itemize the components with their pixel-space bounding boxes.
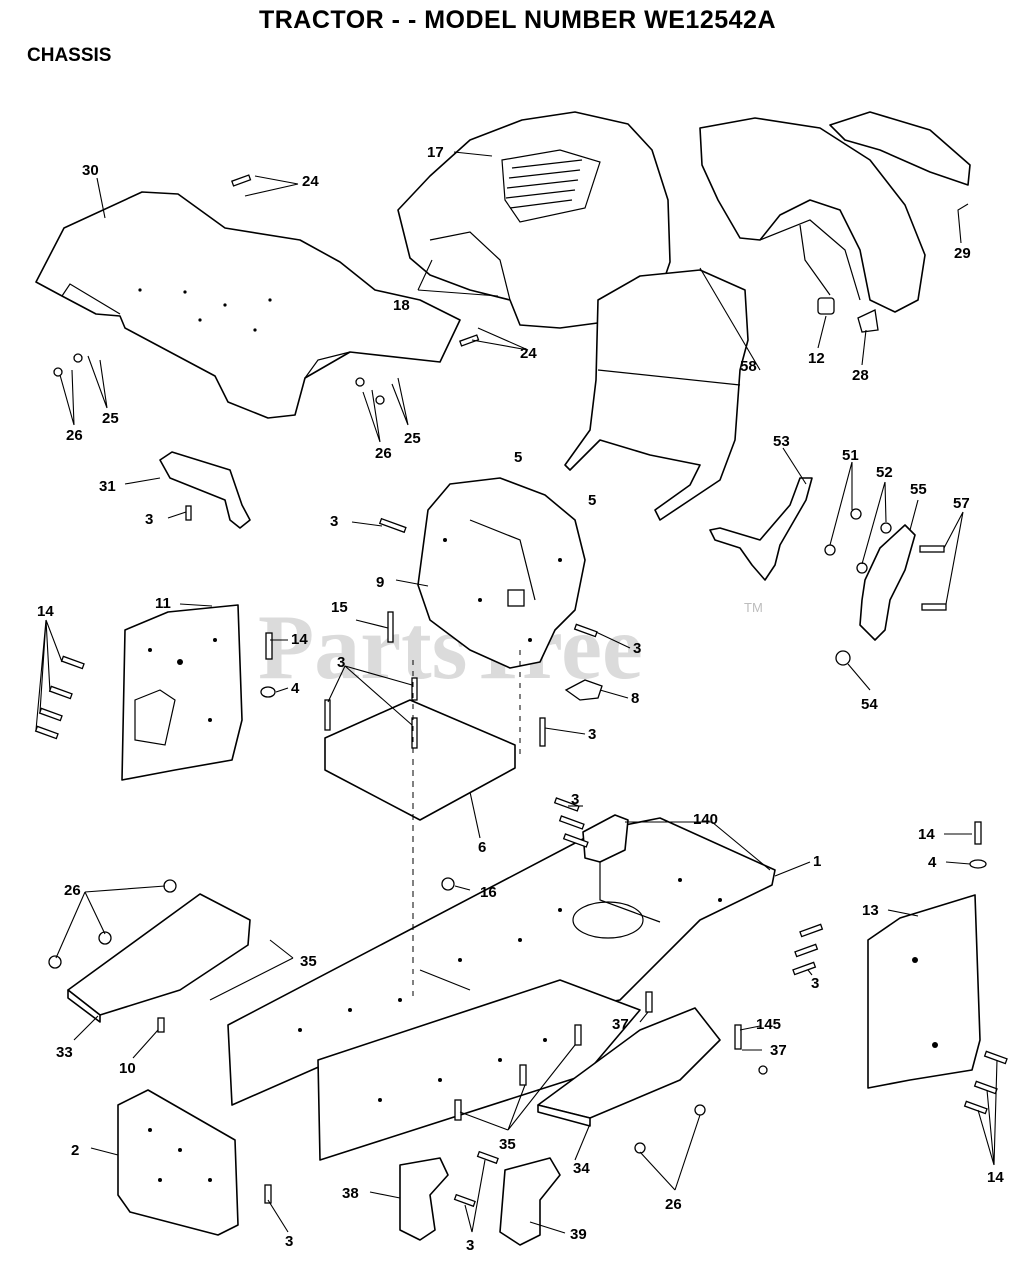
callout-38: 38 xyxy=(342,1185,359,1202)
callout-3-i: 3 xyxy=(285,1233,293,1250)
part-30-fender xyxy=(35,191,461,419)
callout-3-g: 3 xyxy=(811,975,819,992)
callout-30: 30 xyxy=(82,162,99,179)
callout-29: 29 xyxy=(954,245,971,262)
callout-35-left: 35 xyxy=(300,953,317,970)
callout-14-mid: 14 xyxy=(291,631,308,648)
callout-5-right: 5 xyxy=(588,492,596,509)
part-52-washer xyxy=(880,522,892,534)
callout-26-bottom: 26 xyxy=(665,1196,682,1213)
part-52-washer-2 xyxy=(856,562,868,574)
callout-4-left: 4 xyxy=(291,680,300,697)
part-8-clip xyxy=(564,679,603,701)
part-58-dash-panel xyxy=(564,269,749,521)
part-55-plate xyxy=(859,524,916,641)
callout-12: 12 xyxy=(808,350,825,367)
callout-13: 13 xyxy=(862,902,879,919)
alignment-lines xyxy=(412,650,521,1000)
part-6-battery-tray xyxy=(324,699,516,821)
part-33-footrest-left xyxy=(67,893,251,1023)
part-57-bolt xyxy=(919,545,945,553)
callout-28: 28 xyxy=(852,367,869,384)
callout-4-right: 4 xyxy=(928,854,937,871)
part-51-nut xyxy=(850,508,862,520)
callout-53: 53 xyxy=(773,433,790,450)
callout-18: 18 xyxy=(393,297,410,314)
callout-3-c: 3 xyxy=(337,654,345,671)
part-53-bracket xyxy=(709,477,813,581)
part-31-bracket xyxy=(159,451,251,529)
hardware-bolts xyxy=(34,174,1008,1208)
callout-37-right: 37 xyxy=(770,1042,787,1059)
callout-15: 15 xyxy=(331,599,348,616)
part-11-side-panel-left xyxy=(121,604,243,781)
watermark-tm: TM xyxy=(744,600,763,615)
callout-25-mid: 25 xyxy=(404,430,421,447)
callout-3-b: 3 xyxy=(330,513,338,530)
leader-lines xyxy=(35,151,998,1234)
callout-55: 55 xyxy=(910,481,927,498)
part-9-firewall xyxy=(417,477,586,669)
callout-57: 57 xyxy=(953,495,970,512)
part-17-hood xyxy=(397,111,671,329)
part-39-bracket xyxy=(499,1157,561,1246)
callout-52: 52 xyxy=(876,464,893,481)
callout-34: 34 xyxy=(573,1160,590,1177)
callout-8: 8 xyxy=(631,690,639,707)
callout-10: 10 xyxy=(119,1060,136,1077)
callout-24-mid: 24 xyxy=(520,345,537,362)
part-140-bracket xyxy=(582,814,629,863)
callout-26-footrest: 26 xyxy=(64,882,81,899)
callout-51: 51 xyxy=(842,447,859,464)
callout-35-bottom: 35 xyxy=(499,1136,516,1153)
part-34-footrest-right xyxy=(537,1007,721,1127)
section-subtitle: CHASSIS xyxy=(27,45,112,66)
callout-3-h: 3 xyxy=(466,1237,474,1254)
callout-14-bottom: 14 xyxy=(987,1169,1004,1186)
callout-17: 17 xyxy=(427,144,444,161)
part-57-bolt-2 xyxy=(921,603,947,611)
callout-5-top: 5 xyxy=(514,449,522,466)
part-54-knob xyxy=(835,650,851,666)
callout-1: 1 xyxy=(813,853,821,870)
callout-54: 54 xyxy=(861,696,878,713)
callout-145: 145 xyxy=(756,1016,781,1033)
callout-3-e: 3 xyxy=(588,726,596,743)
callout-39: 39 xyxy=(570,1226,587,1243)
part-2-cover xyxy=(117,1089,239,1236)
callout-16: 16 xyxy=(480,884,497,901)
callout-31: 31 xyxy=(99,478,116,495)
callout-3-a: 3 xyxy=(145,511,153,528)
callout-26-left: 26 xyxy=(66,427,83,444)
callout-14-right: 14 xyxy=(918,826,935,843)
callout-3-f: 3 xyxy=(571,791,579,808)
page-title: TRACTOR - - MODEL NUMBER WE12542A xyxy=(258,6,776,34)
callout-labels: 17 30 24 18 29 12 28 58 24 25 26 25 26 5… xyxy=(37,144,1004,1254)
callout-24-top: 24 xyxy=(302,173,319,190)
part-12-clip xyxy=(817,297,835,315)
part-16-nut xyxy=(441,877,455,891)
callout-9: 9 xyxy=(376,574,384,591)
callout-11: 11 xyxy=(155,595,171,612)
part-1-main-frame xyxy=(227,817,776,1161)
callout-37-left: 37 xyxy=(612,1016,629,1033)
callout-6: 6 xyxy=(478,839,486,856)
callout-33: 33 xyxy=(56,1044,73,1061)
part-29-grille xyxy=(699,111,971,313)
callout-2: 2 xyxy=(71,1142,79,1159)
callout-58: 58 xyxy=(740,358,757,375)
part-38-bracket xyxy=(399,1157,449,1241)
part-51-nut-2 xyxy=(824,544,836,556)
callout-26-mid: 26 xyxy=(375,445,392,462)
part-13-side-panel-right xyxy=(867,894,981,1089)
part-28-bracket xyxy=(857,309,879,333)
callout-140: 140 xyxy=(693,811,718,828)
callout-14-left: 14 xyxy=(37,603,54,620)
callout-25-left: 25 xyxy=(102,410,119,427)
callout-3-d: 3 xyxy=(633,640,641,657)
